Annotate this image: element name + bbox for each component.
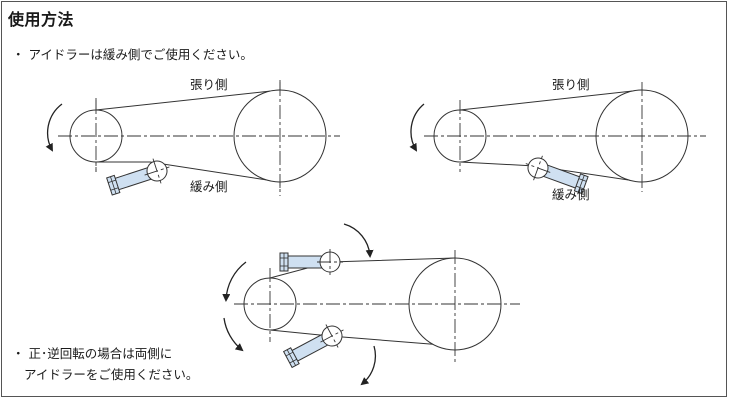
rotation-arrow-icon — [360, 345, 377, 386]
rotation-arrow-icon — [223, 317, 244, 352]
slack-side-label: 緩み側 — [552, 187, 590, 202]
rotation-arrow-icon — [45, 103, 63, 152]
page-title: 使用方法 — [8, 10, 75, 29]
diagram-idler-slack-right: 張り側 緩み側 — [409, 77, 706, 202]
usage-note-reversible-line1: ・ 正･逆回転の場合は両側に — [12, 346, 173, 361]
slack-side-label: 緩み側 — [190, 179, 228, 194]
tight-side-label: 張り側 — [190, 77, 228, 92]
idler-icon-upper — [279, 248, 344, 276]
rotation-arrow-icon — [343, 223, 374, 258]
diagram-idler-slack-left: 張り側 緩み側 — [45, 77, 340, 200]
usage-note-reversible-line2: アイドラーをご使用ください。 — [24, 367, 199, 382]
diagram-idler-both-sides — [222, 223, 520, 386]
rotation-arrow-icon — [409, 103, 425, 152]
usage-note-slack-side: ・ アイドラーは緩み側でご使用ください。 — [12, 47, 253, 62]
rotation-arrow-icon — [222, 261, 247, 302]
idler-icon-lower — [281, 317, 351, 372]
tight-side-label: 張り側 — [552, 77, 590, 92]
idler-icon — [104, 154, 174, 200]
